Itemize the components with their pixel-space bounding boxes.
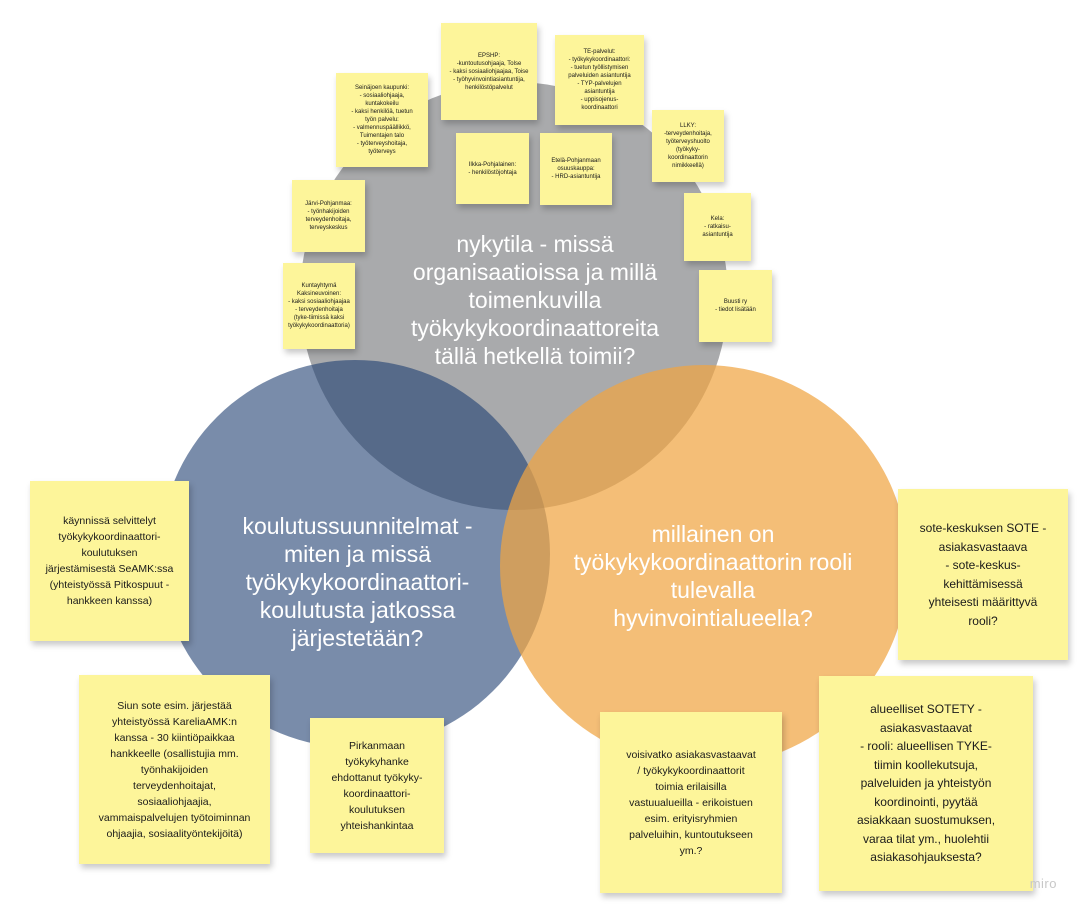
sticky-note-buusti[interactable]: Buusti ry - tiedot lisätään: [699, 270, 772, 342]
sticky-note-kela[interactable]: Kela: - ratkaisu- asiantuntija: [684, 193, 751, 261]
sticky-note-pirkanmaan[interactable]: Pirkanmaan työkykyhanke ehdottanut työky…: [310, 718, 444, 853]
sticky-note-kuntayhtyma[interactable]: Kuntayhtymä Kaksineuvoinen: - kaksi sosi…: [283, 263, 355, 349]
sticky-note-seinajoki[interactable]: Seinäjoen kaupunki: - sosiaaliohjaaja, k…: [336, 73, 428, 167]
sticky-note-llky[interactable]: LLKY: -terveydenhoitaja, työterveyshuolt…: [652, 110, 724, 182]
future-role-question: millainen on työkykykoordinaattorin rool…: [573, 521, 853, 631]
sticky-note-te-palvelut[interactable]: TE-palvelut: - työkykykoordinaattori: - …: [555, 35, 644, 125]
current-state-question: nykytila - missä organisaatioissa ja mil…: [410, 231, 659, 369]
sticky-note-jarvi-pohjanmaa[interactable]: Järvi-Pohjanmaa: - työnhakijoiden tervey…: [292, 180, 365, 252]
miro-watermark: miro: [1029, 876, 1057, 891]
sticky-note-voisivatko[interactable]: voisivatko asiakasvastaavat / työkykykoo…: [600, 712, 782, 893]
sticky-note-epsp[interactable]: EPSHP: -kuntoutusohjaaja, Tolse - kaksi …: [441, 23, 537, 120]
sticky-note-sote-keskus[interactable]: sote-keskuksen SOTE - asiakasvastaava - …: [898, 489, 1068, 660]
sticky-note-ilkka-pohjalainen[interactable]: Ilkka-Pohjalainen: - henkilöstöjohtaja: [456, 133, 529, 204]
training-plans-question: koulutussuunnitelmat - miten ja missä ty…: [242, 513, 473, 651]
sticky-note-etela-pohjanmaa[interactable]: Etelä-Pohjanmaan osuuskauppa: - HRD-asia…: [540, 133, 612, 205]
sticky-note-siun-sote[interactable]: Siun sote esim. järjestää yhteistyössä K…: [79, 675, 270, 864]
sticky-note-seamk-training[interactable]: käynnissä selvittelyt työkykykoordinaatt…: [30, 481, 189, 641]
sticky-note-alueelliset[interactable]: alueelliset SOTETY - asiakasvastaavat - …: [819, 676, 1033, 891]
